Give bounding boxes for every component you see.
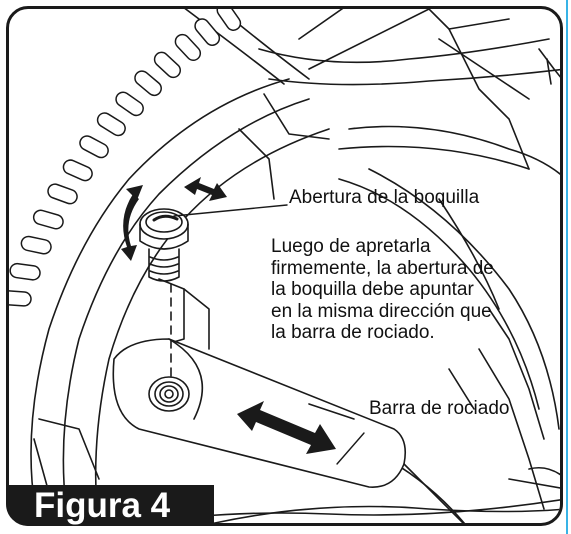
instruction-line: la barra de rociado. [271,322,435,343]
figure-frame: Abertura de la boquilla Luego de apretar… [6,6,563,526]
tighten-curved-arrow [121,185,143,261]
instruction-line: Luego de apretarla [271,236,431,257]
instruction-line: la boquilla debe apuntar [271,279,474,300]
rotation-direction-arrow-small [184,177,227,201]
instruction-line: firmemente, la abertura de [271,257,494,279]
figure-title-badge: Figura 4 [9,485,214,526]
housing-arc-outer [30,78,290,523]
leader-spray-bar [336,432,365,465]
line-drawing [9,9,560,523]
instruction-line: en la misma dirección que [271,300,492,322]
rim-outer-edge [184,9,285,85]
spray-bar-label: Barra de rociado [369,398,510,419]
nozzle-opening-label: Abertura de la boquilla [289,187,480,208]
gear-teeth-ring [9,9,242,307]
side-rule [566,0,568,534]
nozzle-head [139,208,189,240]
instruction-text: Luego de apretarla firmemente, la abertu… [271,236,494,344]
leader-nozzle-opening [173,204,288,217]
threaded-hole [148,376,190,412]
spray-bar-direction-arrow [237,401,336,454]
housing-arc-inner [62,98,310,523]
